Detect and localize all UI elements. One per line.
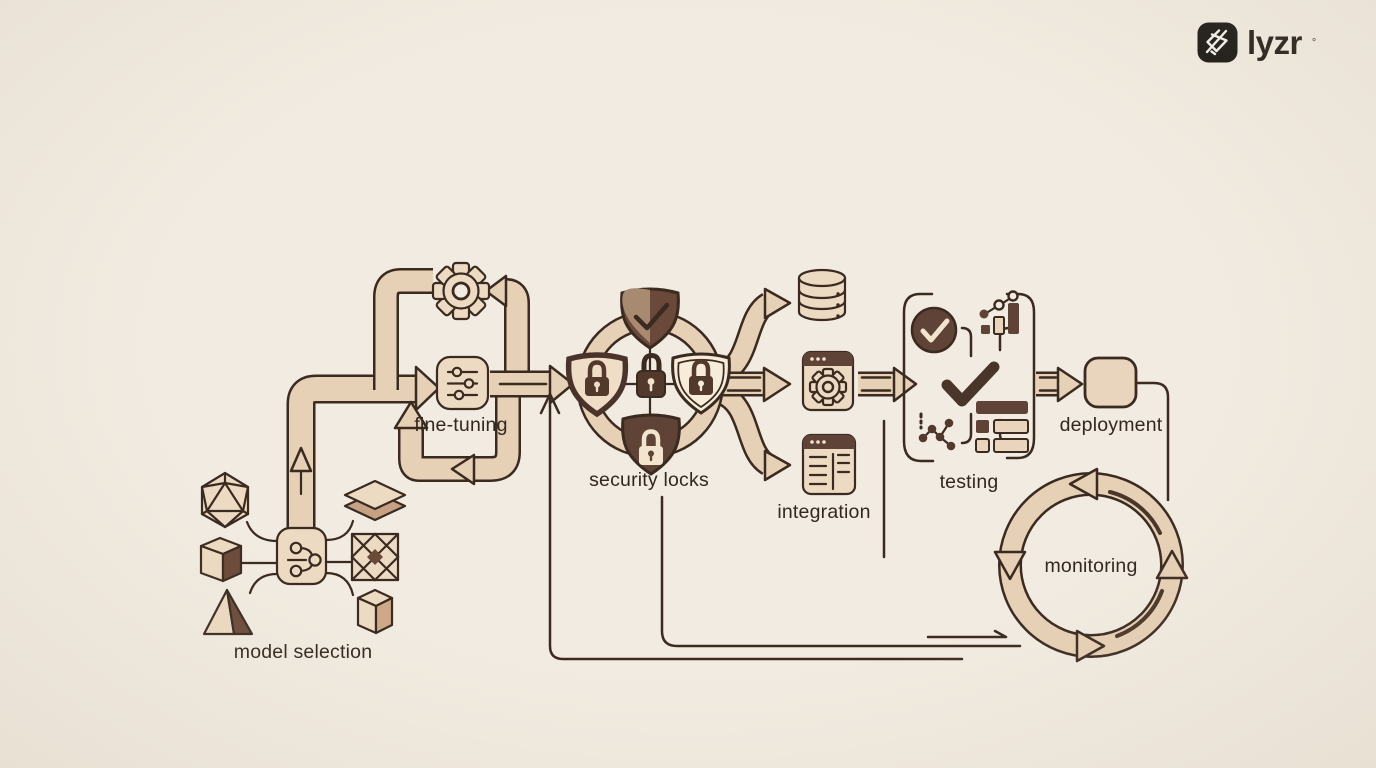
gear-icon	[431, 261, 491, 321]
sliders-box-icon	[435, 355, 490, 411]
circle-check-icon	[910, 306, 958, 354]
layers-icon	[343, 479, 407, 522]
stage-security-locks: security locks	[569, 287, 1022, 648]
big-check-icon	[941, 361, 1000, 407]
label-integration: integration	[777, 501, 870, 523]
line-deployment-to-monitoring	[1134, 381, 1170, 502]
label-model-selection: model selection	[234, 641, 373, 663]
arrowhead	[763, 449, 792, 482]
checklist-icon	[975, 401, 1029, 453]
arrowhead	[762, 366, 792, 403]
combo-chart-icon	[979, 290, 1019, 335]
arrowhead	[548, 364, 575, 405]
pipe-finetuning-to-security	[490, 364, 575, 405]
stage-integration: integration	[777, 268, 918, 559]
arrowhead	[450, 453, 476, 486]
stage-deployment: deployment	[1036, 356, 1170, 502]
arrowhead	[1075, 629, 1106, 663]
pyramid-icon	[202, 588, 254, 636]
arrowhead	[1155, 549, 1189, 580]
label-testing: testing	[940, 471, 999, 493]
database-icon	[797, 268, 847, 322]
padlock-icon	[636, 352, 666, 398]
label-fine-tuning: fine-tuning	[414, 414, 507, 436]
node-connectors	[236, 519, 355, 597]
bracket-inner	[960, 412, 973, 445]
bracket-inner	[960, 326, 973, 358]
pipe-testing-to-deployment	[1036, 366, 1084, 403]
shield-lock-icon	[569, 355, 626, 414]
branch-node-icon	[275, 526, 328, 586]
label-deployment: deployment	[1060, 414, 1163, 436]
bracket-left	[902, 292, 935, 463]
arrowhead	[484, 274, 508, 308]
line-into-monitoring	[926, 629, 1008, 639]
branch-pipes	[719, 287, 792, 482]
pipe-model-to-finetuning	[289, 365, 441, 531]
shield-lock-icon	[621, 413, 681, 476]
stage-testing: testing	[902, 290, 1036, 493]
shield-lock-icon	[671, 352, 731, 415]
label-security-locks: security locks	[589, 469, 709, 491]
arrowhead	[1056, 366, 1084, 403]
gear-icon	[808, 367, 848, 407]
stage-fine-tuning: fine-tuning	[386, 261, 964, 661]
cube-icon	[199, 536, 243, 583]
label-monitoring: monitoring	[1044, 555, 1137, 577]
bracket-right	[1005, 292, 1036, 460]
arrowhead	[1068, 467, 1099, 501]
arrowhead	[393, 400, 429, 430]
arrowhead	[414, 365, 441, 412]
cube-icon	[356, 588, 394, 635]
logo-wordmark: lyzr	[1247, 24, 1302, 61]
gear-window-icon	[801, 350, 855, 412]
x-square-icon	[350, 532, 400, 582]
shield-check-icon	[620, 287, 680, 350]
lyzr-logo-icon	[1197, 22, 1238, 63]
pipe-integration-to-testing	[858, 366, 918, 403]
feedback-arrow-up	[539, 392, 964, 661]
stage-model-selection: model selection	[199, 365, 441, 663]
line-security-to-monitoring	[660, 495, 1022, 648]
icosahedron-icon	[200, 471, 250, 529]
arrowhead	[993, 550, 1027, 581]
logo: lyzr °	[1197, 22, 1316, 63]
arrowhead	[763, 287, 792, 320]
deploy-box	[1083, 356, 1138, 409]
stage-monitoring: monitoring	[926, 467, 1189, 663]
logo-trademark: °	[1311, 36, 1317, 49]
up-arrow-icon	[289, 446, 313, 473]
scatter-graph-icon	[918, 412, 956, 451]
document-window-icon	[801, 433, 857, 496]
